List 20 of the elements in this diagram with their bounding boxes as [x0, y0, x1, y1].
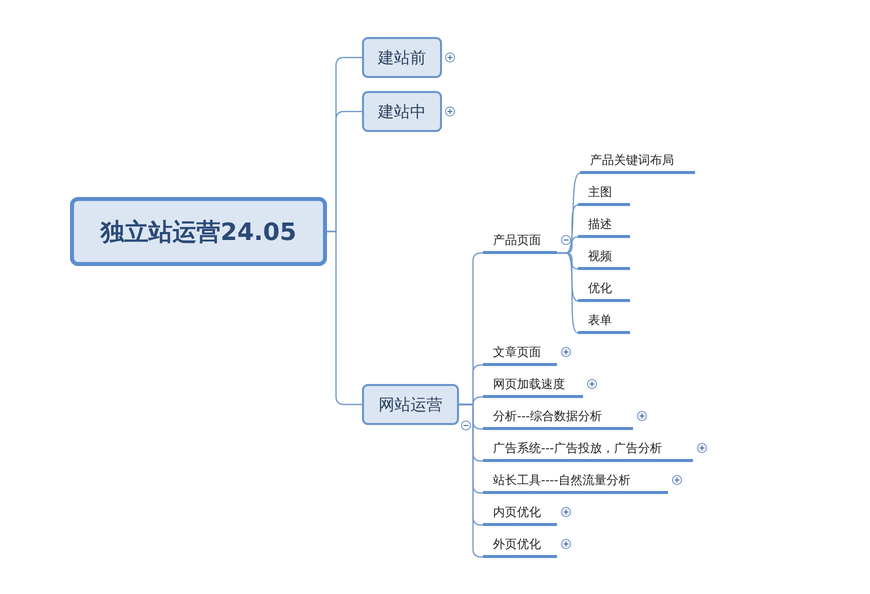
- central-topic: 独立站运营24.05: [70, 197, 327, 266]
- connector-line: [557, 252, 578, 334]
- connector-line: [327, 230, 362, 406]
- subtopic: 视频: [578, 245, 630, 270]
- subtopic: 表单: [578, 309, 630, 334]
- subtopic: 优化: [578, 277, 630, 302]
- subtopic: 主图: [578, 181, 630, 206]
- topic-box: 建站中: [362, 91, 442, 132]
- subtopic: 产品关键词布局: [580, 149, 695, 174]
- subtopic: 站长工具----自然流量分析: [483, 469, 668, 494]
- topic-box: 建站前: [362, 37, 442, 78]
- subtopic: 外页优化: [483, 533, 557, 558]
- topic-box: 网站运营: [362, 384, 459, 425]
- subtopic: 分析---综合数据分析: [483, 405, 633, 430]
- subtopic: 产品页面: [483, 229, 557, 254]
- subtopic: 广告系统---广告投放，广告分析: [483, 437, 693, 462]
- subtopic: 网页加载速度: [483, 373, 583, 398]
- subtopic: 内页优化: [483, 501, 557, 526]
- subtopic: 描述: [578, 213, 630, 238]
- subtopic: 文章页面: [483, 341, 557, 366]
